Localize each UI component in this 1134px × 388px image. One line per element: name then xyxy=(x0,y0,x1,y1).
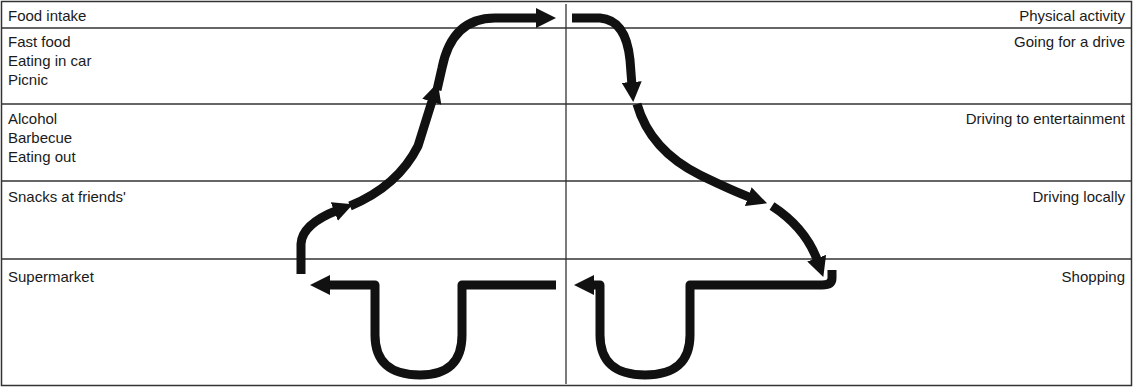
activity-label: Driving to entertainment xyxy=(966,110,1125,127)
activity-label: Barbecue xyxy=(8,129,72,146)
activity-label: Eating out xyxy=(8,148,76,165)
activity-label: Alcohol xyxy=(8,110,57,127)
activity-label: Driving locally xyxy=(1032,188,1125,205)
car-arrows xyxy=(301,18,832,375)
activity-label: Fast food xyxy=(8,33,71,50)
column-heading: Physical activity xyxy=(1019,7,1125,24)
column-heading: Food intake xyxy=(8,7,86,24)
activity-label: Picnic xyxy=(8,71,48,88)
activity-label: Snacks at friends' xyxy=(8,188,126,205)
activity-label: Shopping xyxy=(1062,268,1125,285)
activity-label: Eating in car xyxy=(8,52,91,69)
activity-label: Supermarket xyxy=(8,268,94,285)
row-rules xyxy=(2,4,1132,384)
activity-label: Going for a drive xyxy=(1014,33,1125,50)
